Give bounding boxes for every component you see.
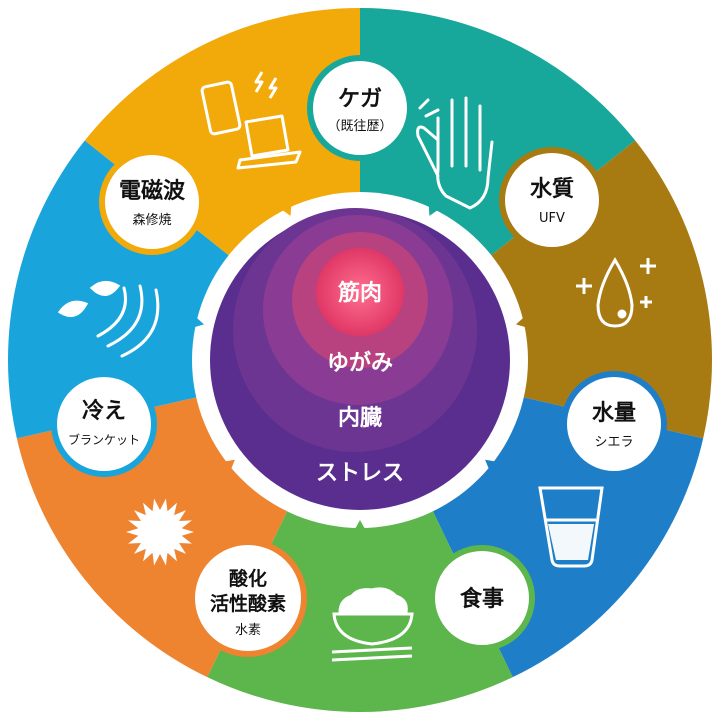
segment-cold bbox=[8, 140, 237, 439]
arrow-shaft-cold bbox=[164, 313, 188, 323]
label-circles bbox=[51, 55, 667, 657]
label-water-amount-title: 水量 bbox=[592, 401, 636, 426]
arrow-shaft-em_wave bbox=[270, 178, 286, 201]
label-oxidation-subtitle: 水素 bbox=[235, 623, 261, 638]
core-label-distortion: ゆがみ bbox=[327, 350, 393, 376]
water-drop-icon bbox=[576, 257, 656, 328]
glass-icon bbox=[538, 486, 604, 568]
label-food-title: 食事 bbox=[460, 586, 504, 612]
wind-leaf-icon bbox=[57, 281, 160, 358]
arrow-cold bbox=[184, 310, 205, 331]
label-water-quality-subtitle: UFV bbox=[539, 211, 565, 226]
rice-bowl-icon bbox=[331, 587, 414, 662]
label-water-amount-subtitle: シエラ bbox=[594, 435, 633, 450]
core: 筋肉 ゆがみ 内臓 ストレス bbox=[210, 208, 510, 510]
core-label-stress: ストレス bbox=[316, 461, 404, 486]
arrow-oxidation bbox=[214, 459, 235, 479]
label-oxidation-title-2: 活性酸素 bbox=[210, 592, 286, 615]
devices-icon bbox=[200, 71, 302, 170]
label-oxidation-title-1: 酸化 bbox=[229, 567, 267, 590]
hand-icon bbox=[416, 96, 494, 210]
core-label-muscle: 筋肉 bbox=[337, 280, 382, 306]
core-label-organs: 内臓 bbox=[338, 406, 382, 431]
label-circle-cold bbox=[51, 371, 157, 477]
label-em-wave-title: 電磁波 bbox=[119, 178, 186, 204]
arrow-shaft-water_amount bbox=[497, 469, 518, 487]
label-circle-water_amount bbox=[561, 371, 667, 477]
label-injury-subtitle: （既往歴） bbox=[327, 119, 392, 134]
label-water-quality-title: 水質 bbox=[530, 177, 574, 202]
arrow-shaft-water_quality bbox=[532, 313, 556, 323]
arrow-food bbox=[350, 520, 370, 538]
arrow-water_quality bbox=[515, 310, 536, 331]
label-cold-title: 冷え bbox=[82, 398, 126, 424]
label-cold-subtitle: ブランケット bbox=[68, 432, 140, 447]
label-circle-em_wave bbox=[99, 149, 205, 255]
arrow-em_wave bbox=[273, 195, 292, 216]
inward-arrows bbox=[164, 178, 556, 560]
core-center bbox=[316, 248, 404, 336]
label-circle-injury bbox=[307, 55, 413, 161]
arrow-injury bbox=[428, 195, 447, 216]
label-circle-food bbox=[429, 545, 535, 651]
segment-water-quality bbox=[483, 140, 712, 439]
sun-burst-icon bbox=[126, 498, 194, 566]
arrow-shaft-oxidation bbox=[202, 469, 223, 487]
label-texts: ケガ （既往歴） 水質 UFV 水量 シエラ 食事 酸化 活性酸素 水素 冷え … bbox=[68, 87, 636, 638]
arrow-water_amount bbox=[485, 459, 506, 479]
label-injury-title: ケガ bbox=[338, 87, 382, 112]
label-circle-oxidation bbox=[189, 539, 307, 657]
label-em-wave-subtitle: 森修焼 bbox=[132, 213, 171, 228]
label-circle-water_quality bbox=[499, 147, 605, 253]
